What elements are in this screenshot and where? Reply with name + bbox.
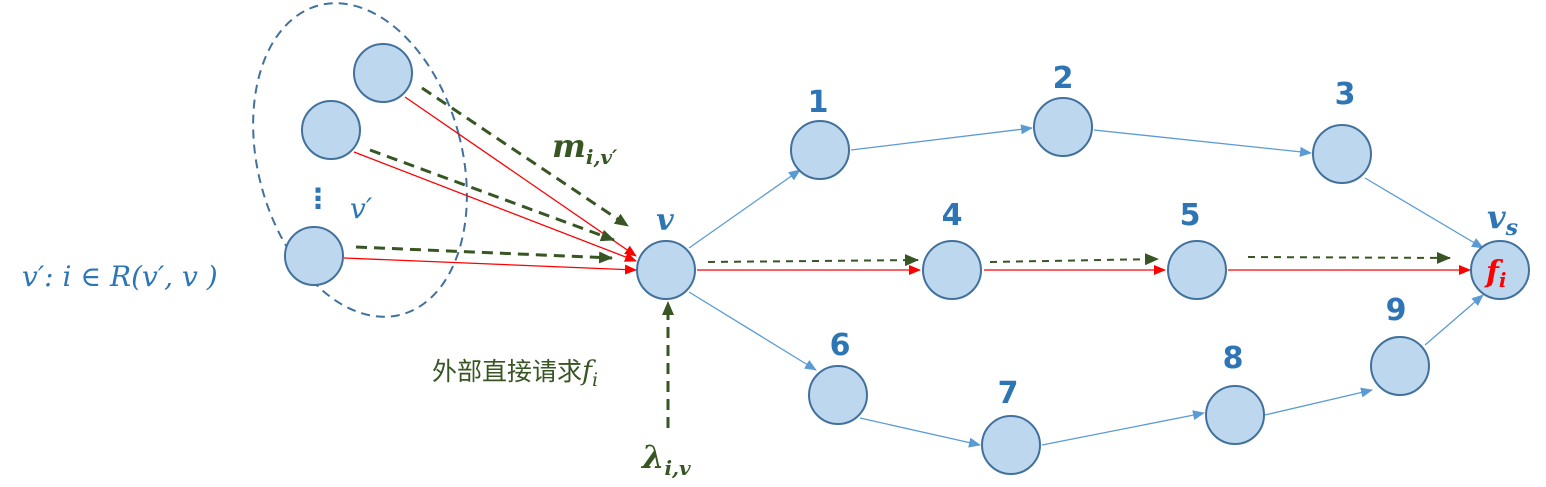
label-v: v (656, 203, 674, 238)
node-1 (790, 120, 850, 180)
node-6 (808, 365, 868, 425)
label-node-1: 1 (808, 85, 829, 120)
neighbor-set-ellipse (252, 2, 468, 318)
label-node-6: 6 (830, 328, 851, 363)
label-vs: vs (1487, 198, 1518, 241)
label-fi-sub: i (1499, 268, 1507, 292)
label-neighbor-set: v′: i ∈ R(v′, v ) (22, 260, 218, 293)
node-5 (1167, 240, 1227, 300)
label-external-f-sub: i (592, 369, 598, 391)
node-8 (1205, 385, 1265, 445)
label-node-8: 8 (1223, 341, 1244, 376)
blue-topology-edges (688, 124, 1484, 448)
node-7 (981, 415, 1041, 475)
node-vs (1470, 240, 1530, 300)
label-external-request: 外部直接请求fi (432, 356, 598, 391)
label-node-2: 2 (1053, 61, 1074, 96)
label-node-9: 9 (1386, 293, 1407, 328)
red-request-paths (343, 96, 1471, 275)
label-lambda-base: λ (640, 438, 664, 476)
label-node-3: 3 (1335, 77, 1356, 112)
neighbor-node-bottom (284, 226, 344, 286)
label-node-7: 7 (998, 376, 1019, 411)
node-9 (1370, 336, 1430, 396)
label-m-sub: i,v′ (586, 145, 618, 169)
label-m-base: m (552, 127, 586, 165)
ellipsis-icon: ⋮ (304, 182, 332, 215)
node-3 (1312, 124, 1372, 184)
label-vprime: v′ (350, 192, 373, 225)
node-v (636, 240, 696, 300)
label-external-request-text: 外部直接请求 (432, 357, 582, 386)
label-vs-base: v (1487, 198, 1506, 236)
label-lambda-sub: i,v (664, 456, 691, 480)
label-node-4: 4 (942, 198, 963, 233)
label-lambda: λi,v (640, 438, 691, 480)
label-vs-sub: s (1505, 215, 1518, 241)
label-node-5: 5 (1180, 198, 1201, 233)
label-m-ivprime: mi,v′ (552, 127, 618, 169)
node-4 (922, 240, 982, 300)
green-dashed-flows (355, 86, 1451, 428)
neighbor-node-middle (301, 100, 361, 160)
neighbor-node-top (353, 43, 413, 103)
node-2 (1033, 97, 1093, 157)
